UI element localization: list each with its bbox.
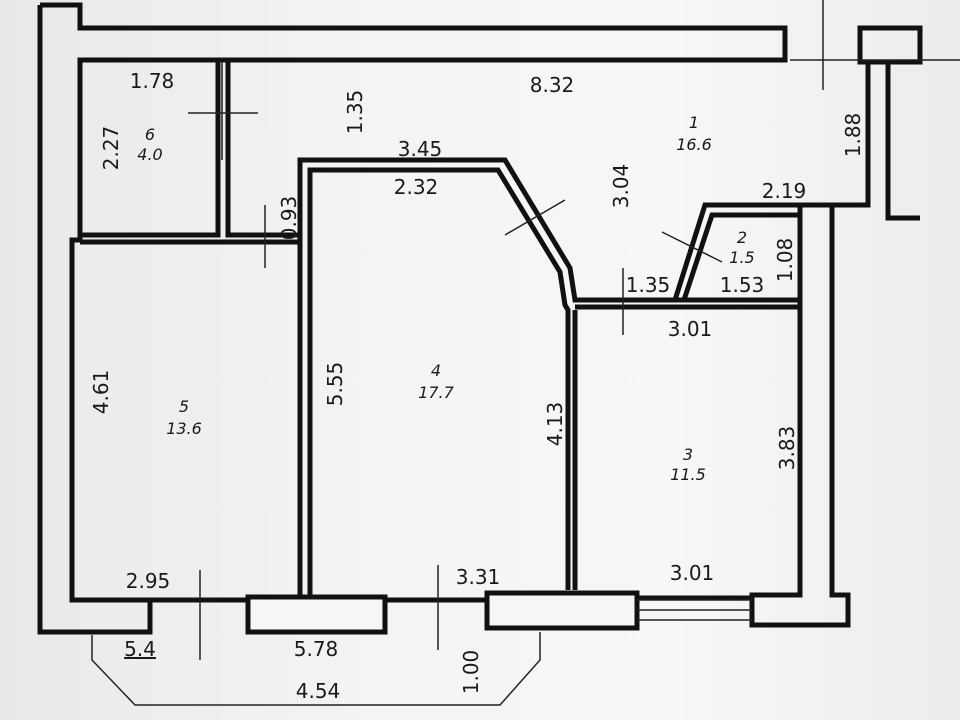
room-5-number: 5 xyxy=(179,397,189,416)
dim-label: 1.08 xyxy=(773,238,797,283)
dim-label: 3.31 xyxy=(456,565,501,589)
dim-label: 0.93 xyxy=(277,196,301,241)
dimension-labels: 1.78 8.32 1.35 2.27 1.88 3.45 2.32 0.93 … xyxy=(89,69,865,703)
room-1-number: 1 xyxy=(689,113,699,132)
right-wall-room-3 xyxy=(749,202,851,628)
dim-label: 1.35 xyxy=(343,90,367,135)
dim-label: 5.78 xyxy=(294,637,339,661)
right-wall-room-1 xyxy=(832,62,920,221)
room-4-partition xyxy=(297,157,800,595)
balcony-outline xyxy=(91,632,541,706)
dim-label: 2.19 xyxy=(762,179,807,203)
dim-label: 1.88 xyxy=(841,113,865,158)
room-6-area: 4.0 xyxy=(137,145,162,164)
dim-label: 1.53 xyxy=(720,273,765,297)
room-5-area: 13.6 xyxy=(166,419,202,438)
walls xyxy=(37,2,923,706)
window-room-5 xyxy=(245,594,388,635)
dim-label: 1.78 xyxy=(130,69,175,93)
room-2-area: 1.5 xyxy=(729,248,754,267)
top-right-block xyxy=(857,25,923,65)
room-6-number: 6 xyxy=(145,125,155,144)
room-3-area: 11.5 xyxy=(670,465,706,484)
room-4-area: 17.7 xyxy=(418,383,454,402)
dim-label: 4.13 xyxy=(543,402,567,447)
dim-label: 2.32 xyxy=(394,175,439,199)
dim-label: 3.01 xyxy=(668,317,713,341)
balcony-door xyxy=(637,599,752,621)
window-room-4 xyxy=(484,590,640,631)
dim-label: 8.32 xyxy=(530,73,575,97)
dim-label: 4.61 xyxy=(89,370,113,415)
room-4-number: 4 xyxy=(431,361,441,380)
dim-label: 2.95 xyxy=(126,569,171,593)
dim-label: 5.55 xyxy=(323,362,347,407)
dim-label: 3.04 xyxy=(609,164,633,209)
dim-label: 1.00 xyxy=(459,650,483,695)
dim-label: 3.45 xyxy=(398,137,443,161)
room-2-partition xyxy=(672,202,800,301)
room-labels: 1 16.6 2 1.5 3 11.5 4 17.7 5 13.6 6 4.0 xyxy=(137,113,754,484)
room-2-number: 2 xyxy=(737,228,747,247)
dim-label: 3.01 xyxy=(670,561,715,585)
dim-label: 1.35 xyxy=(626,273,671,297)
dim-label: 5.4 xyxy=(124,637,156,661)
room-1-area: 16.6 xyxy=(676,135,712,154)
dim-label: 4.54 xyxy=(296,679,341,703)
dim-label: 2.27 xyxy=(99,126,123,171)
dim-label: 3.83 xyxy=(775,426,799,471)
dimension-ticks xyxy=(188,0,960,660)
room-3-number: 3 xyxy=(683,445,693,464)
room-6-partition xyxy=(80,62,300,245)
bottom-wall xyxy=(150,595,752,603)
